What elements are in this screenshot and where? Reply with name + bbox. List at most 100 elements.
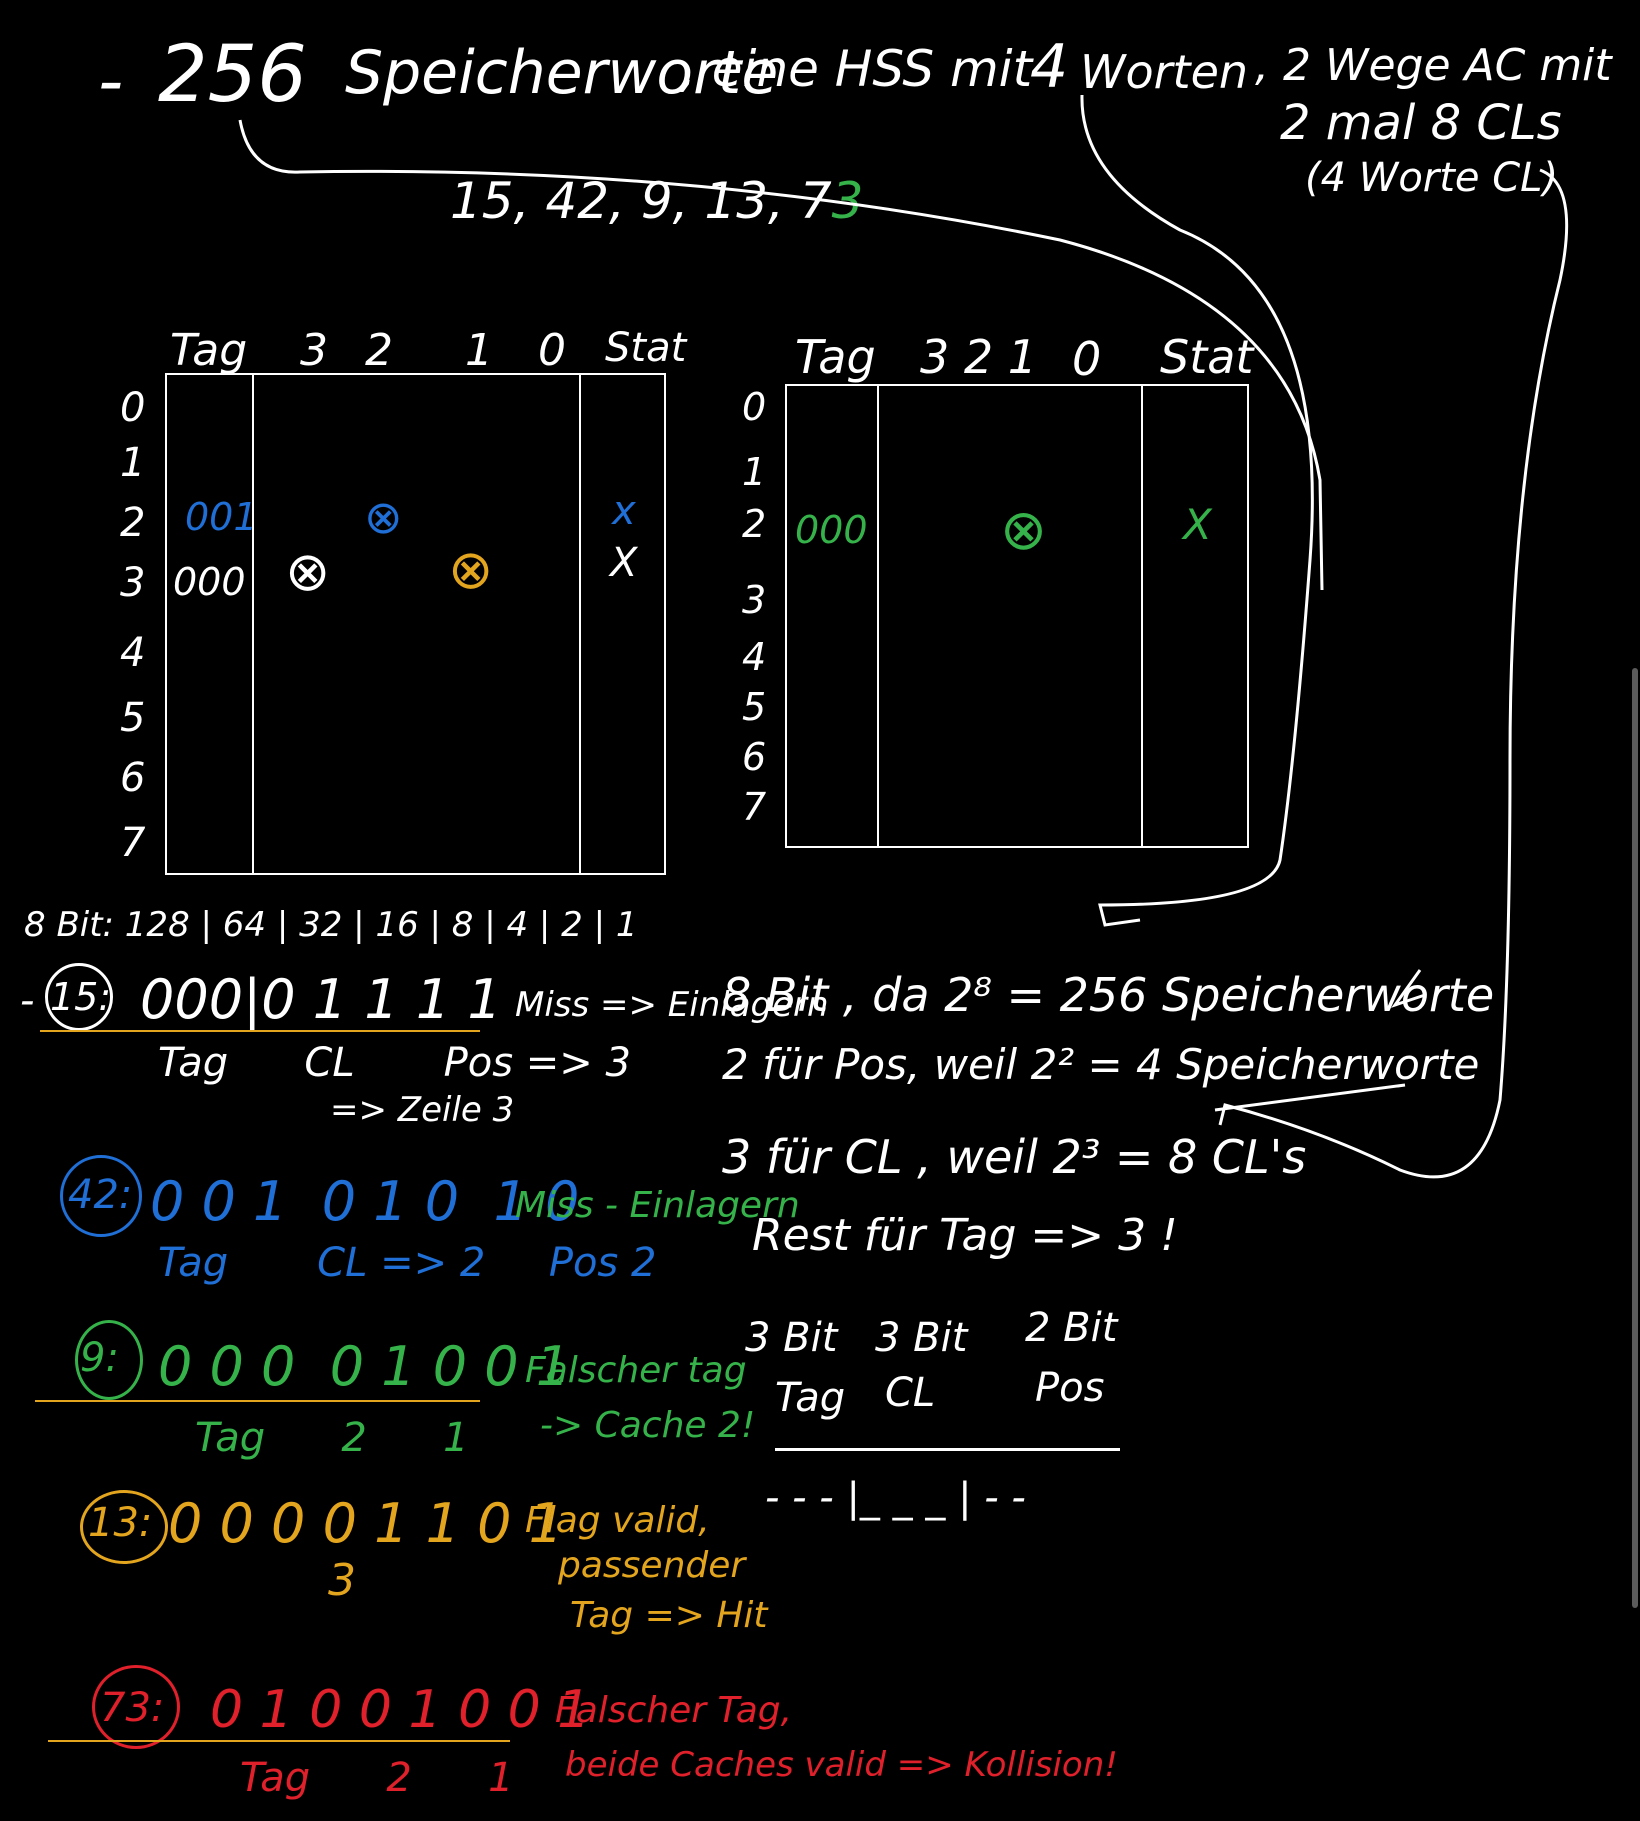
header-count: 256: [158, 30, 307, 120]
explain-col1-top: 3 Bit: [745, 1315, 838, 1361]
header-four: 4: [1030, 32, 1069, 102]
header-worte-cl: (4 Worte CL): [1305, 155, 1559, 201]
entry-15-dash: -: [20, 978, 35, 1024]
cache2-row-2: 2: [742, 502, 767, 546]
entry-73-circle: [92, 1665, 180, 1749]
cache2-divider-tag: [877, 386, 879, 846]
cache1-row-2: 2: [120, 500, 146, 546]
cache1-row-0: 0: [120, 385, 146, 431]
entry-13-note3: Tag => Hit: [570, 1595, 768, 1636]
entry-13-note: Flag valid,: [525, 1500, 710, 1541]
entry-42-circle: [60, 1155, 142, 1237]
header-cls: 2 mal 8 CLs: [1280, 95, 1562, 151]
cache1-row-7: 7: [120, 820, 146, 866]
explain-col3-bot: Pos: [1035, 1365, 1105, 1411]
explain-dashes: - - - |_ _ _ | - -: [765, 1475, 1026, 1521]
entry-73-labels: Tag 2 1: [240, 1755, 514, 1801]
entry-73-bits: 0 1 0 0 1 0 0 1: [210, 1680, 591, 1740]
cache2-header-0: 0: [1072, 332, 1102, 386]
cache1-row2-stat: x: [612, 488, 636, 534]
explain-bar: [775, 1448, 1120, 1451]
cache1-row2-mark: ⊗: [364, 490, 403, 544]
cache2-row2-tag: 000: [795, 508, 868, 552]
cache2-row2-mark: ⊗: [1000, 498, 1047, 563]
cache1-row-4: 4: [120, 630, 146, 676]
cache1-row-6: 6: [120, 755, 146, 801]
entry-73-note: Falscher Tag,: [555, 1690, 793, 1731]
entry-42-num: 42:: [68, 1172, 133, 1218]
scrollbar[interactable]: [1632, 668, 1638, 1608]
cache2-row-1: 1: [742, 450, 767, 494]
entry-9-underline: [35, 1400, 480, 1402]
cache1-divider-tag: [252, 375, 254, 873]
header-hss: , eine HSS mit: [680, 40, 1033, 98]
cache1-table: [165, 373, 666, 875]
entry-15-labels: Tag CL Pos => 3: [158, 1040, 631, 1086]
header-speicherworte: Speicherworte: [345, 38, 779, 108]
cache1-header-3: 3: [300, 325, 328, 376]
header-wege: , 2 Wege AC mit: [1255, 40, 1612, 91]
cache1-row-5: 5: [120, 695, 146, 741]
cache2-table: [785, 384, 1249, 848]
cache1-row3-stat: X: [610, 540, 638, 586]
cache1-row-3: 3: [120, 560, 146, 606]
entry-13-circle: [80, 1490, 168, 1564]
cache2-header-321: 3 2 1: [920, 330, 1038, 384]
entry-73-note2: beide Caches valid => Kollision!: [565, 1745, 1118, 1785]
explain-line4: Rest für Tag => 3 !: [752, 1210, 1178, 1261]
entry-9-circle: [75, 1320, 143, 1400]
cache1-row3-tag: 000: [173, 560, 246, 604]
explain-line3: 3 für CL , weil 2³ = 8 CL's: [722, 1130, 1307, 1184]
entry-9-note: Falscher tag: [525, 1350, 747, 1391]
entry-13-bits: 0 0 0 0 1 1 0 1: [168, 1492, 564, 1555]
cache1-header-2: 2: [365, 325, 393, 376]
entry-13-note2: passender: [558, 1545, 746, 1586]
explain-col2-bot: CL: [885, 1370, 936, 1416]
cache2-row-7: 7: [742, 785, 767, 829]
header-worten: Worten: [1080, 45, 1249, 99]
entry-15-extra: => Zeile 3: [330, 1090, 515, 1130]
entry-15-num: 15:: [50, 975, 112, 1019]
entry-13-num: 13:: [88, 1500, 153, 1546]
explain-col2-top: 3 Bit: [875, 1315, 968, 1361]
cache2-row-0: 0: [742, 385, 767, 429]
explain-col3-top: 2 Bit: [1025, 1305, 1118, 1351]
cache2-row-3: 3: [742, 578, 767, 622]
entry-73-num: 73:: [100, 1685, 165, 1731]
cache1-header-tag: Tag: [170, 325, 248, 376]
bits-header: 8 Bit: 128 | 64 | 32 | 16 | 8 | 4 | 2 | …: [24, 905, 638, 945]
cache1-row-1: 1: [120, 440, 146, 486]
cache1-row3-mark-white: ⊗: [285, 540, 331, 603]
entry-15-note: Miss => Einlagern: [515, 985, 829, 1025]
entry-13-labels: 3: [328, 1555, 356, 1606]
entry-15-underline: [40, 1030, 480, 1032]
cache2-row-4: 4: [742, 635, 767, 679]
explain-col1-bot: Tag: [775, 1375, 846, 1421]
cache2-row-6: 6: [742, 735, 767, 779]
entry-42-note: Miss - Einlagern: [515, 1185, 800, 1226]
entry-73-underline: [48, 1740, 510, 1742]
cache2-divider-stat: [1141, 386, 1143, 846]
cache2-header-tag: Tag: [795, 330, 876, 384]
header-dash: -: [98, 40, 124, 122]
cache1-header-stat: Stat: [605, 325, 687, 371]
entry-15-circle: [45, 963, 113, 1031]
entry-9-num: 9:: [80, 1335, 119, 1381]
entry-15-bits: 000|0 1 1 1 1: [140, 968, 502, 1031]
entry-9-labels: Tag 2 1: [195, 1415, 469, 1461]
cache1-row3-mark-orange: ⊗: [448, 538, 494, 601]
cache2-row-5: 5: [742, 685, 767, 729]
cache1-divider-stat: [579, 375, 581, 873]
cache1-header-1: 1: [465, 325, 493, 376]
cache2-header-stat: Stat: [1160, 330, 1254, 384]
entry-9-bits: 0 0 0 0 1 0 0 1: [158, 1335, 571, 1398]
entry-9-note2: -> Cache 2!: [540, 1405, 756, 1446]
entry-42-labels: Tag CL => 2 Pos 2: [158, 1240, 657, 1286]
cache2-row2-stat: X: [1183, 500, 1212, 549]
explain-line2: 2 für Pos, weil 2² = 4 Speicherworte: [722, 1040, 1480, 1089]
explain-line1: 8 Bit , da 2⁸ = 256 Speicherworte: [722, 968, 1495, 1022]
cache1-row2-tag: 001: [185, 495, 258, 539]
entry-42-bits: 0 0 1 0 1 0 1 0: [150, 1170, 580, 1233]
cache1-header-0: 0: [538, 325, 566, 376]
